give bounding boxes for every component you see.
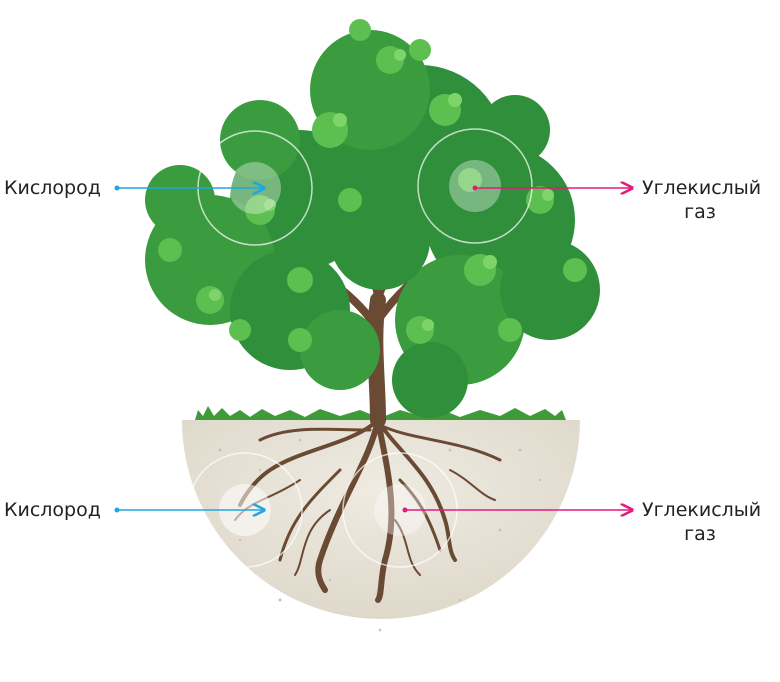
label-co2-bottom-line2: газ [684,523,716,545]
oxygen-arrow-top [114,186,265,191]
co2-arrow-bottom [402,508,633,513]
grass-line [195,406,566,420]
leaf-co2-zone [417,128,533,244]
label-co2-bottom: Углекислый газ [642,498,762,546]
co2-arrow-top [472,186,633,191]
label-oxygen-top: Кислород [4,177,101,199]
soil-specks [218,438,542,632]
oxygen-arrow-bottom [114,508,265,513]
label-co2-bottom-line1: Углекислый [642,499,762,521]
foliage [145,19,600,418]
label-oxygen-bottom: Кислород [4,499,101,521]
label-co2-top-line1: Углекислый [642,177,762,199]
label-co2-top-line2: газ [684,201,716,223]
soil-hemisphere [182,420,580,619]
label-co2-top: Углекислый газ [642,176,762,224]
